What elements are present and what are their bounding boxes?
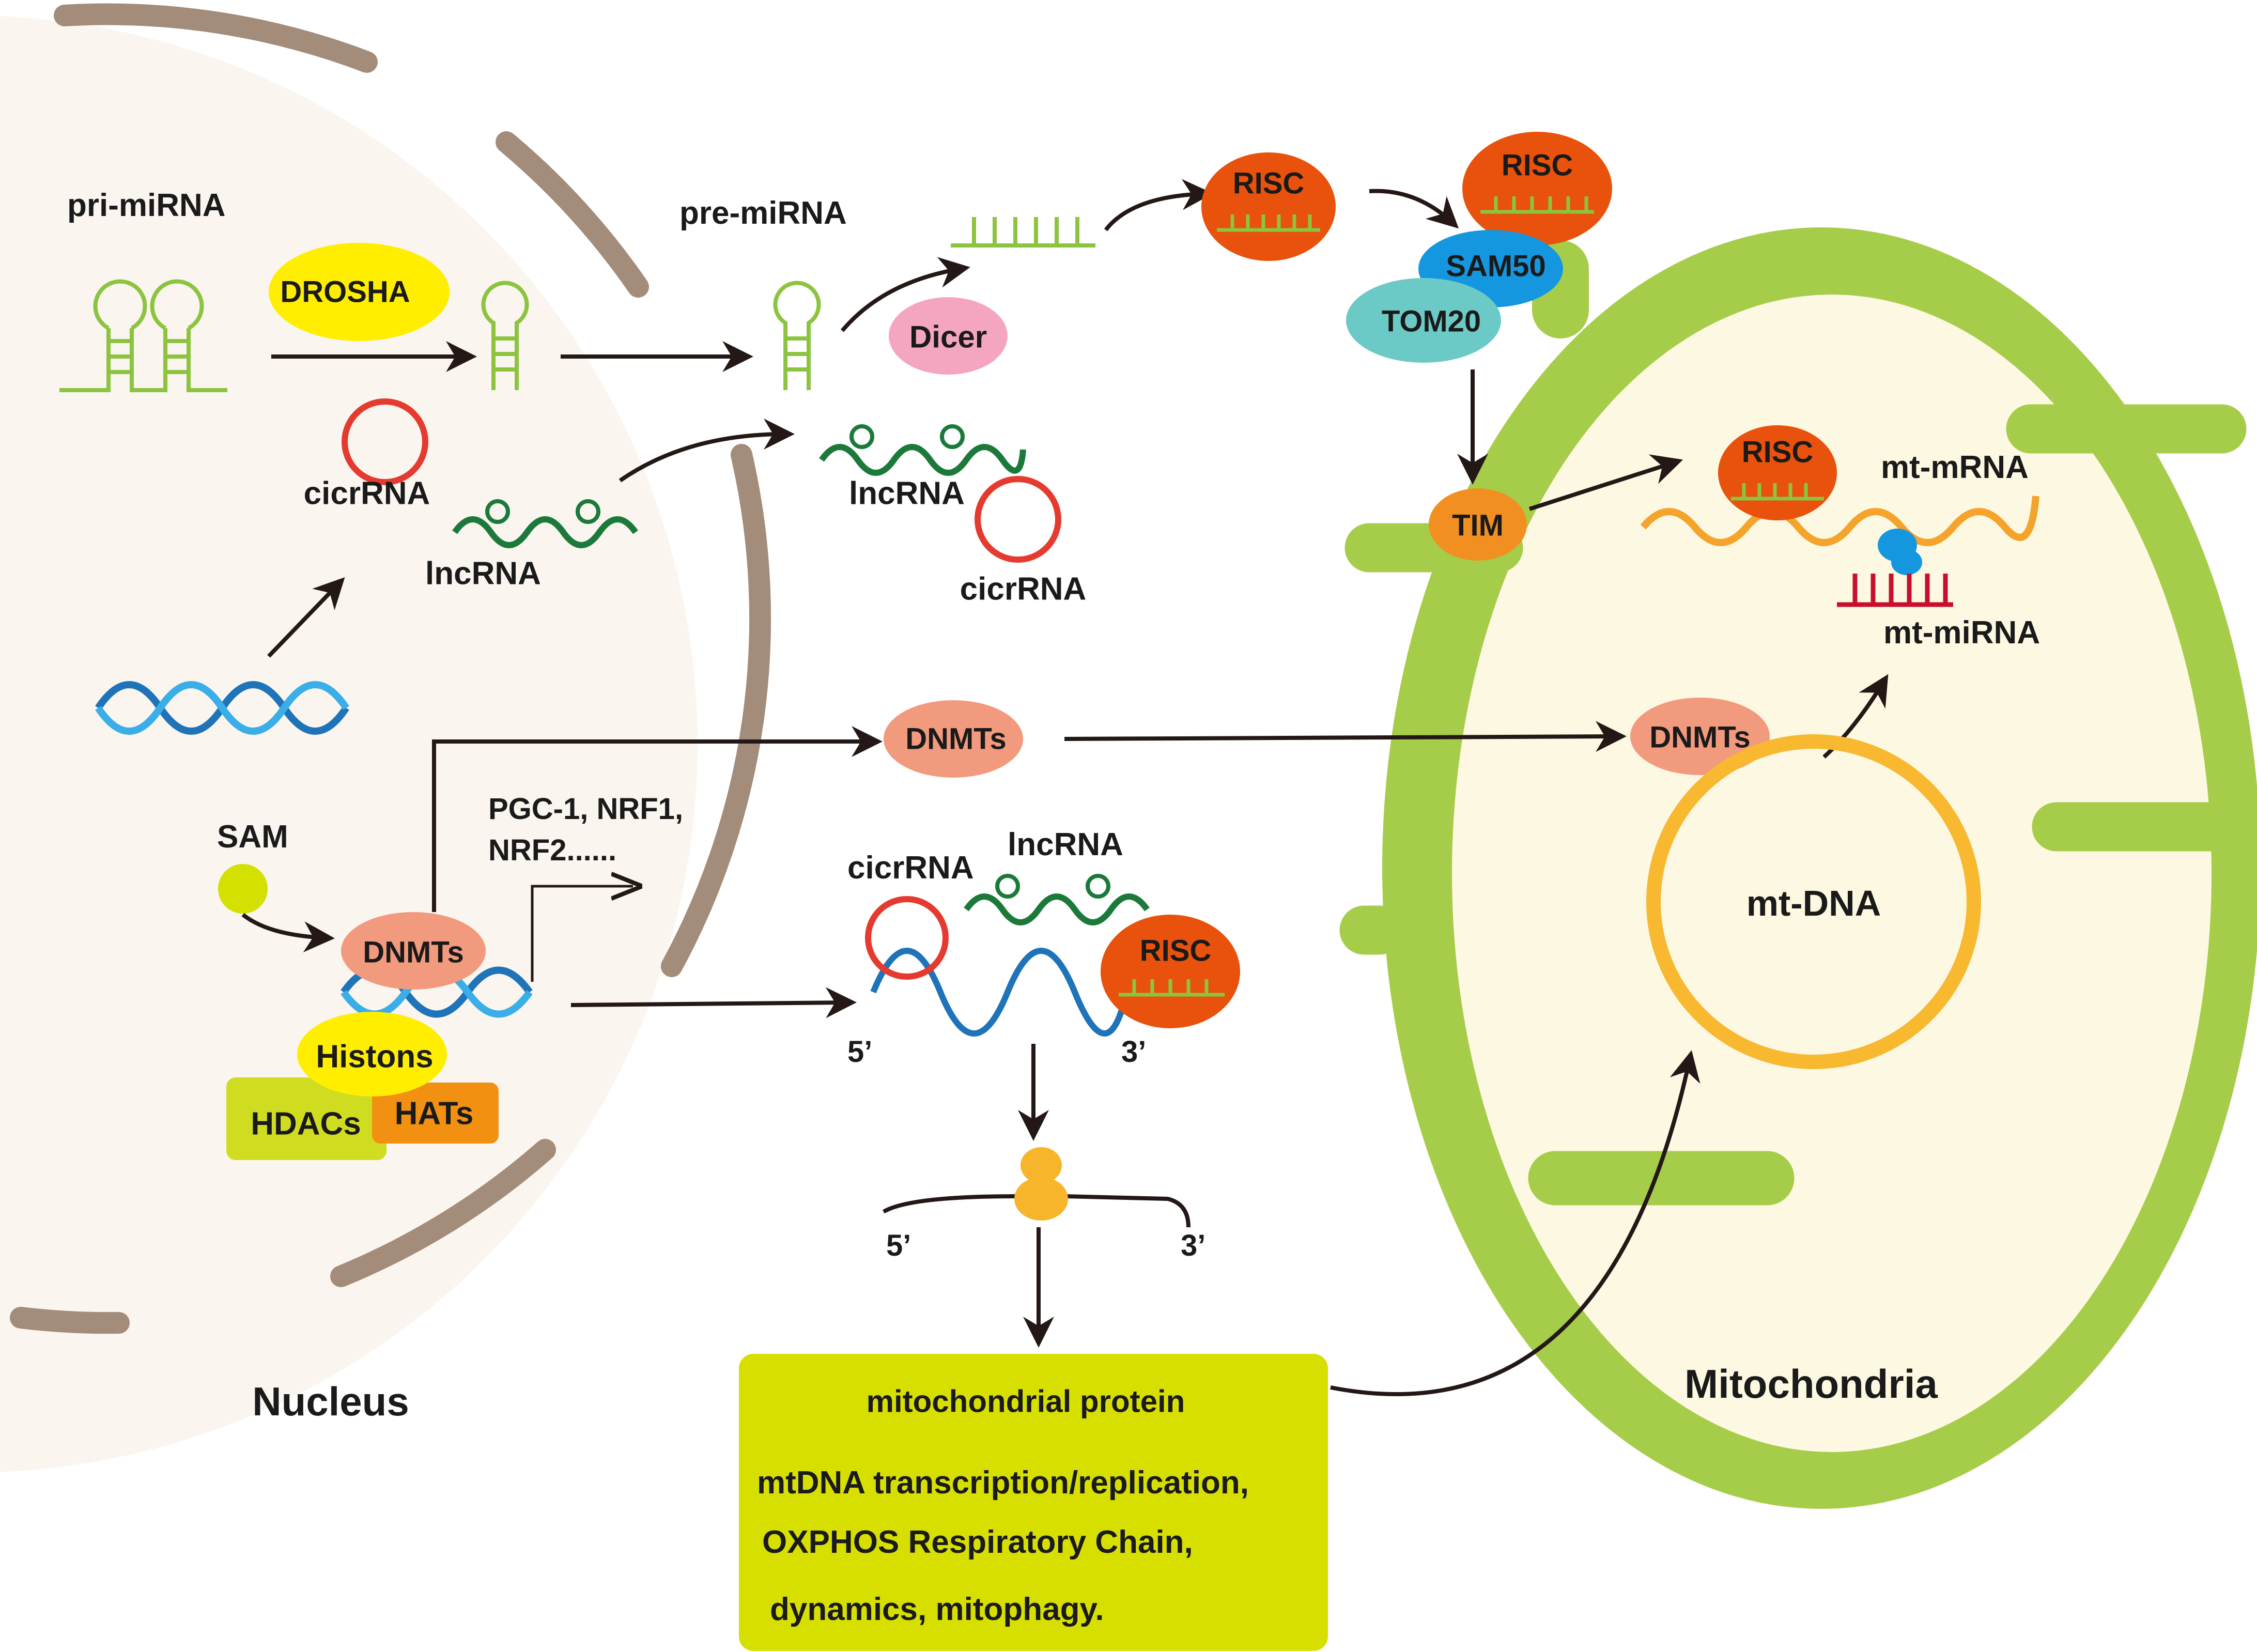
- sam50-label: SAM50: [1446, 250, 1545, 283]
- mature-mirna: [951, 217, 1095, 248]
- protein-box-title: mitochondrial protein: [867, 1384, 1185, 1419]
- drosha-label: DROSHA: [280, 275, 410, 309]
- drosha-enzyme: [269, 243, 450, 341]
- nuclear-envelope-seg4: [330, 1139, 556, 1287]
- risc-complex-2: [1462, 132, 1612, 245]
- risc-mito-label: RISC: [1742, 436, 1814, 469]
- dnmts-cyto-label: DNMTs: [905, 722, 1006, 756]
- histons-label: Histons: [316, 1039, 433, 1075]
- arrow-dnmts-export: [432, 726, 883, 912]
- arrow-risc-to-mito: [1369, 189, 1459, 229]
- circrna-nucleus-label: cicrRNA: [304, 476, 430, 512]
- mitochondria-title: Mitochondria: [1684, 1361, 1938, 1407]
- dnmts-nucleus: [341, 912, 486, 990]
- risc-2-label: RISC: [1502, 149, 1573, 182]
- mt-mrna-strand: [1640, 496, 2039, 546]
- mt-mrna-label: mt-mRNA: [1881, 450, 2029, 485]
- nuclear-envelope-seg5: [10, 1307, 130, 1334]
- three-prime-2: 3’: [1181, 1229, 1205, 1262]
- mito-protein-box: [739, 1354, 1328, 1651]
- risc-complex-1: [1201, 152, 1336, 261]
- pre-mirna-label: pre-miRNA: [679, 195, 847, 231]
- arrow-mtdna-to-mtmirna: [1822, 674, 1889, 759]
- mrna-translating: [882, 1194, 1191, 1228]
- pgc-label-line1: PGC-1, NRF1,: [488, 792, 683, 826]
- arrow-lncrna-export: [619, 419, 795, 483]
- nuclear-envelope-seg3: [661, 444, 771, 977]
- arrow-tim-to-risc: [1528, 454, 1683, 511]
- protein-box-line1: mtDNA transcription/replication,: [757, 1465, 1249, 1501]
- circrna-nucleus: [342, 398, 428, 485]
- mitochondrion: [1339, 227, 2257, 1509]
- nucleus-title: Nucleus: [252, 1379, 409, 1424]
- pgc-label-line2: NRF2......: [488, 833, 616, 867]
- mt-dna-ring: [1646, 734, 1981, 1069]
- mrna-strand: [870, 948, 1130, 1037]
- dna-helix-nucleus-top: [95, 681, 349, 735]
- dicer-label: Dicer: [909, 320, 987, 354]
- circrna-cytoplasm: [975, 476, 1061, 563]
- arrow-dicer-process: [840, 257, 970, 332]
- pre-mirna-hairpin-cyto: [773, 281, 821, 390]
- three-prime-1: 3’: [1121, 1035, 1146, 1069]
- protein-box-line3: dynamics, mitophagy.: [770, 1592, 1104, 1627]
- arrow-transcription: [267, 577, 345, 658]
- sam-molecule: [218, 864, 268, 914]
- protein-box-line2: OXPHOS Respiratory Chain,: [762, 1524, 1193, 1560]
- risc-1-label: RISC: [1233, 167, 1305, 200]
- tom20-protein: [1346, 278, 1501, 363]
- nucleus: [0, 3, 771, 1472]
- mt-mirna: [1837, 574, 1953, 607]
- risc-1-mirna: [1217, 214, 1320, 232]
- hats-box: [372, 1083, 499, 1144]
- sam-label: SAM: [217, 819, 288, 855]
- lncrna-cyto-label: lncRNA: [849, 476, 965, 512]
- risc-complex-lower: [1101, 915, 1240, 1028]
- hats-label: HATs: [395, 1096, 474, 1132]
- nucleus-body: [0, 16, 698, 1472]
- lncrna-nucleus-label: lncRNA: [425, 556, 541, 592]
- mito-ribosome: [1878, 529, 1922, 575]
- arrow-dnmts-to-mito: [1064, 721, 1627, 752]
- nuclear-envelope-seg2: [496, 131, 649, 298]
- dicer-enzyme: [889, 297, 1008, 375]
- lncrna-cytoplasm: [819, 424, 1026, 476]
- tim-label: TIM: [1452, 509, 1504, 543]
- five-prime-2: 5’: [886, 1229, 911, 1262]
- five-prime-1: 5’: [847, 1035, 872, 1069]
- circrna-cyto-label: cicrRNA: [960, 572, 1087, 607]
- lncrna-nucleus: [452, 499, 638, 548]
- dnmts-mito-label: DNMTs: [1649, 721, 1750, 754]
- hdacs-box: [226, 1077, 387, 1160]
- dnmts-nucleus-label: DNMTs: [363, 936, 463, 969]
- nuclear-envelope-seg1: [54, 3, 378, 73]
- circrna-lower-label: cicrRNA: [847, 850, 974, 886]
- hdacs-label: HDACs: [251, 1106, 361, 1142]
- risc-lower-mirna: [1119, 979, 1225, 997]
- ribosome: [1014, 1147, 1068, 1221]
- risc-2-mirna: [1480, 196, 1594, 214]
- arrow-protein-to-mito: [1330, 1050, 1701, 1396]
- histones: [297, 1012, 447, 1097]
- mt-dna-label: mt-DNA: [1746, 883, 1881, 923]
- pri-mirna-hairpin: [59, 279, 227, 392]
- tom20-label: TOM20: [1382, 305, 1481, 338]
- circrna-lower: [865, 896, 949, 980]
- pre-mirna-hairpin-nucleus: [481, 281, 529, 390]
- dnmts-cytoplasm: [884, 700, 1023, 778]
- risc-mito-mirna: [1731, 483, 1824, 501]
- risc-lower-label: RISC: [1140, 934, 1212, 968]
- tim-protein: [1429, 488, 1527, 561]
- arrow-sam-to-dnmts: [241, 913, 335, 953]
- arrow-mirna-to-risc: [1104, 179, 1213, 231]
- pri-mirna-label: pri-miRNA: [67, 188, 226, 223]
- arrow-dna-to-mrna: [570, 987, 857, 1018]
- lncrna-lower-label: lncRNA: [1008, 827, 1123, 862]
- arrow-gene-activation: [531, 886, 633, 982]
- mt-mirna-label: mt-miRNA: [1883, 615, 2040, 651]
- lncrna-lower: [964, 874, 1150, 925]
